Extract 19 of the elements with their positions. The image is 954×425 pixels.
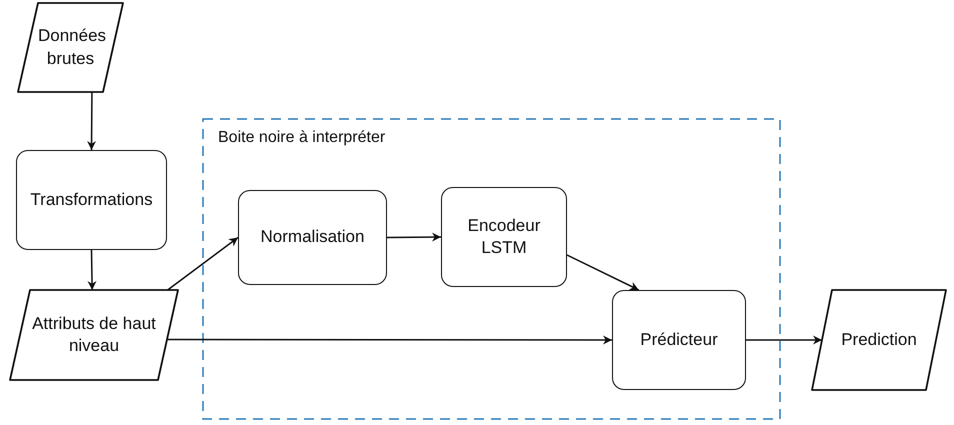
node-label: Prédicteur xyxy=(640,328,718,351)
process-box xyxy=(16,150,167,250)
process-box xyxy=(612,290,746,390)
node-label: Normalisation xyxy=(260,226,364,248)
node-label: Données brutes xyxy=(38,25,103,70)
arrow xyxy=(566,254,640,291)
arrow xyxy=(387,232,441,242)
node-label: Attributs de haut niveau xyxy=(31,312,157,357)
arrow xyxy=(167,236,238,291)
group-title: Boite noire à interpréter xyxy=(218,128,386,148)
process-box xyxy=(441,187,567,287)
process-box xyxy=(238,190,387,285)
arrow xyxy=(88,250,96,290)
node-label: Prediction xyxy=(841,328,917,351)
node-label: Transformations xyxy=(30,188,153,211)
arrow xyxy=(746,336,822,344)
arrow xyxy=(87,92,96,150)
arrow xyxy=(167,336,612,344)
node-label: Encodeur LSTM xyxy=(466,214,542,259)
